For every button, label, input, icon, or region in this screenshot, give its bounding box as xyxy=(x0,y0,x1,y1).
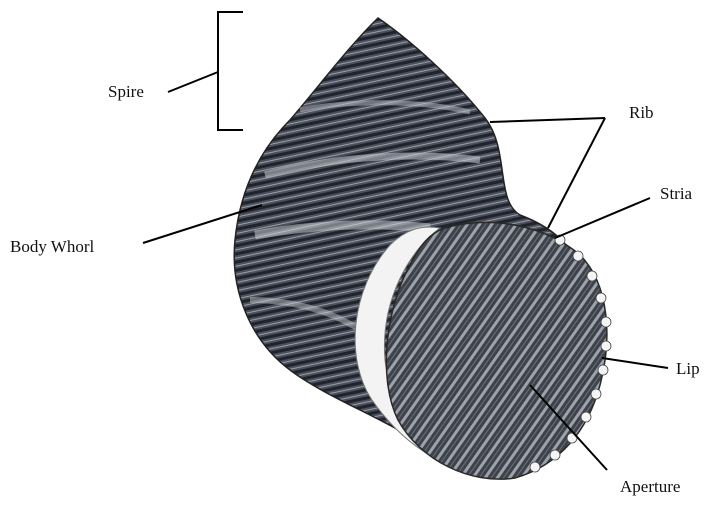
stria-leader xyxy=(555,198,650,238)
rib-leader-1 xyxy=(490,118,605,122)
label-spire: Spire xyxy=(108,83,144,100)
spire-bracket xyxy=(218,12,243,130)
spire-leader xyxy=(168,72,218,92)
label-lip: Lip xyxy=(676,360,700,377)
label-aperture: Aperture xyxy=(620,478,680,495)
lip-leader xyxy=(602,358,668,368)
label-rib: Rib xyxy=(629,104,654,121)
label-body-whorl: Body Whorl xyxy=(10,238,94,255)
rib-leader-2 xyxy=(548,118,605,228)
label-stria: Stria xyxy=(660,185,692,202)
